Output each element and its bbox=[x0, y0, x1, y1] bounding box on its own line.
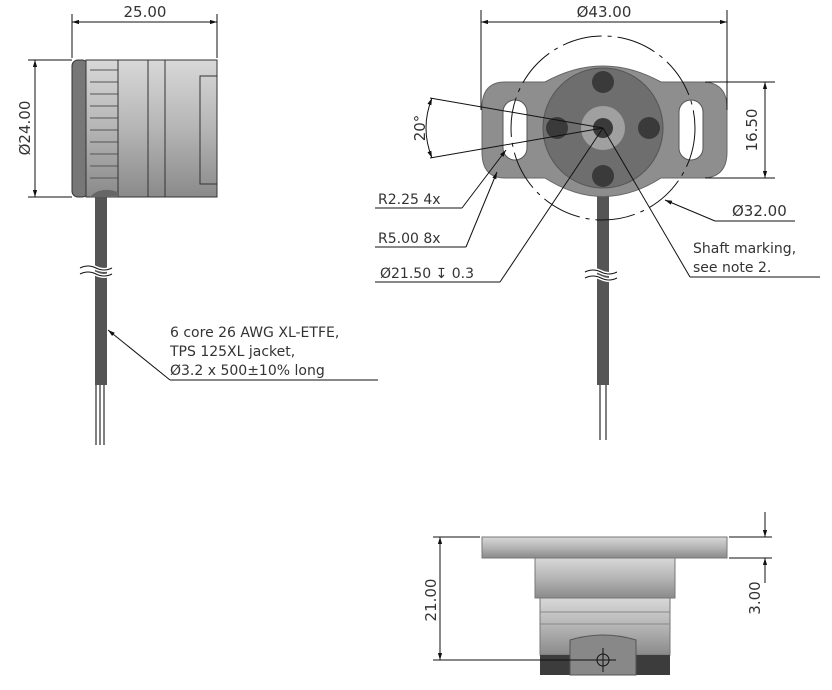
overall-diameter-dimension: Ø43.00 bbox=[577, 3, 632, 21]
flange-thickness-dimension: 3.00 bbox=[746, 581, 764, 614]
slot-spacing-dimension: 16.50 bbox=[743, 109, 761, 152]
cable-note-line-1: 6 core 26 AWG XL-ETFE, bbox=[170, 325, 339, 341]
large-radius-label: R5.00 8x bbox=[378, 231, 441, 247]
front-view bbox=[375, 10, 820, 440]
diameter-dimension: Ø24.00 bbox=[16, 101, 34, 156]
angle-dimension: 20° bbox=[411, 115, 429, 142]
side-view bbox=[28, 14, 378, 445]
width-dimension: 25.00 bbox=[124, 3, 167, 21]
total-height-dimension: 21.00 bbox=[422, 579, 440, 622]
cable-note-line-3: Ø3.2 x 500±10% long bbox=[170, 363, 325, 379]
bore-label: Ø21.50 ↧ 0.3 bbox=[380, 266, 474, 282]
bottom-view bbox=[433, 512, 772, 676]
shaft-note-line-1: Shaft marking, bbox=[693, 241, 796, 257]
small-radius-label: R2.25 4x bbox=[378, 192, 441, 208]
shaft-note-line-2: see note 2. bbox=[693, 260, 771, 276]
pitch-circle-label: Ø32.00 bbox=[732, 202, 787, 220]
cable-note-line-2: TPS 125XL jacket, bbox=[169, 344, 295, 360]
